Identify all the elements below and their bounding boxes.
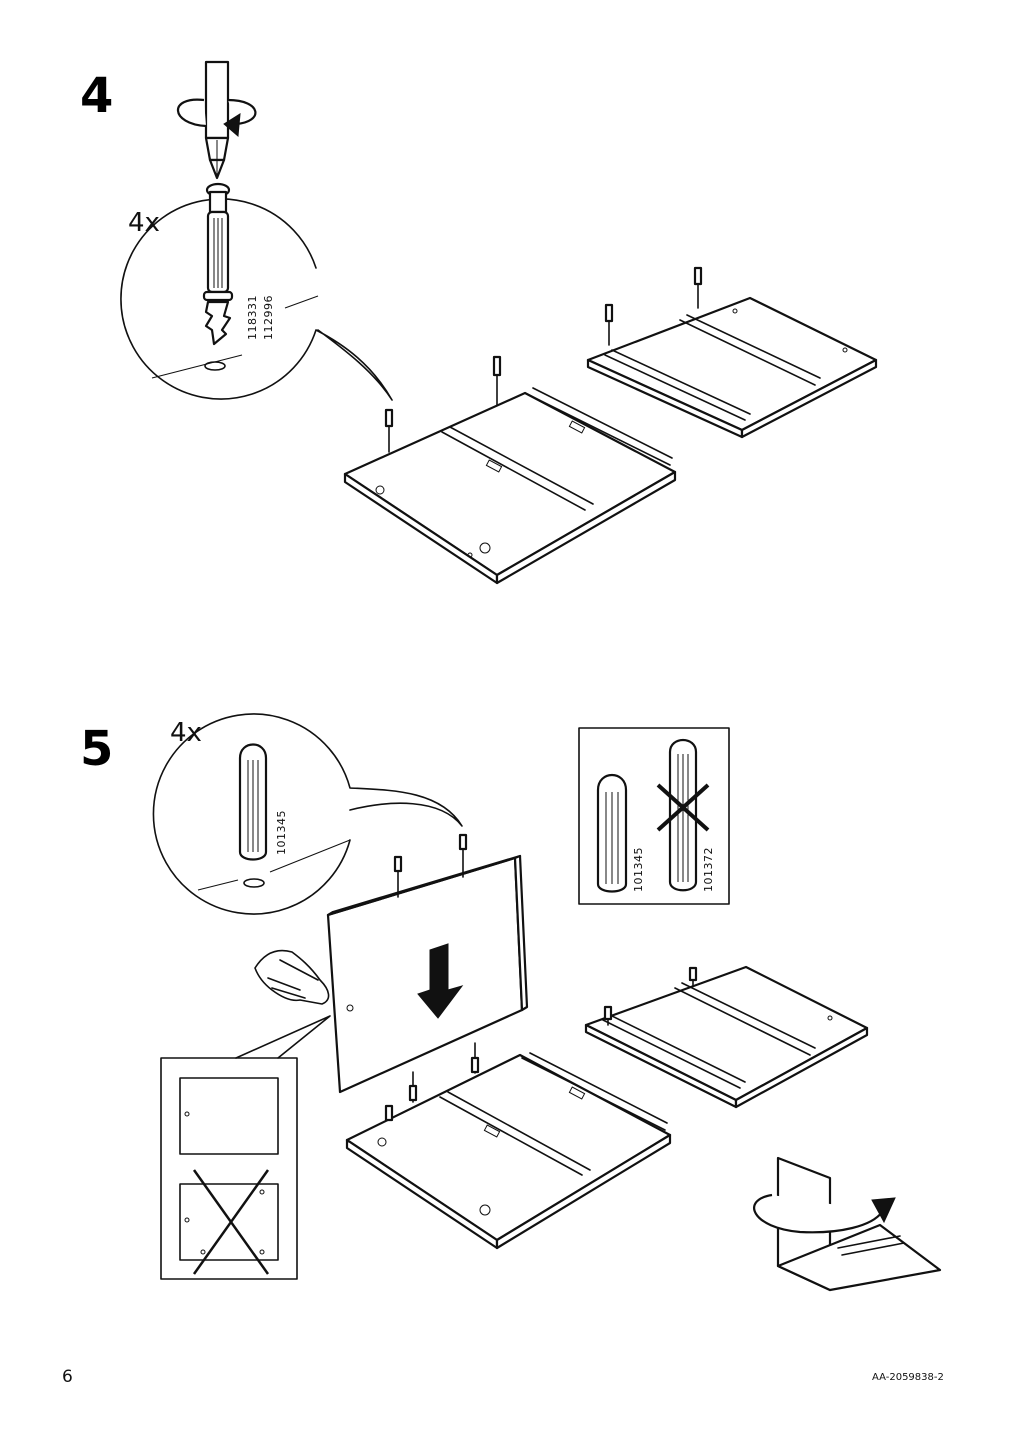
flip-arrow-icon	[753, 1156, 942, 1292]
step-5-detail-callout	[152, 713, 463, 915]
step-4-detail-callout	[120, 198, 393, 401]
rotate-arrow-icon	[176, 98, 257, 138]
hand-press-icon	[254, 949, 330, 1005]
document-code: AA-2059838-2	[872, 1372, 944, 1383]
step-4-number: 4	[80, 68, 114, 124]
step-5-quantity: 4x	[170, 718, 202, 748]
wrong-cross-icon	[656, 783, 710, 832]
page-number: 6	[62, 1367, 73, 1387]
step-4-panel-left	[343, 355, 677, 585]
step-4-panel-right	[586, 266, 878, 439]
cam-bolt-icon	[202, 182, 234, 346]
step-4-quantity: 4x	[128, 208, 160, 238]
step-5-number: 5	[80, 721, 114, 777]
dowel-icon	[238, 743, 268, 861]
step-5-panel-left	[345, 1052, 672, 1250]
dowel-comparison-box	[578, 727, 730, 905]
down-arrow-icon	[417, 943, 464, 1019]
step-5-panel-right	[584, 965, 869, 1109]
orientation-hint-box	[160, 1015, 331, 1280]
screwdriver-icon	[204, 60, 230, 180]
step-5-back-panel	[326, 833, 529, 1103]
